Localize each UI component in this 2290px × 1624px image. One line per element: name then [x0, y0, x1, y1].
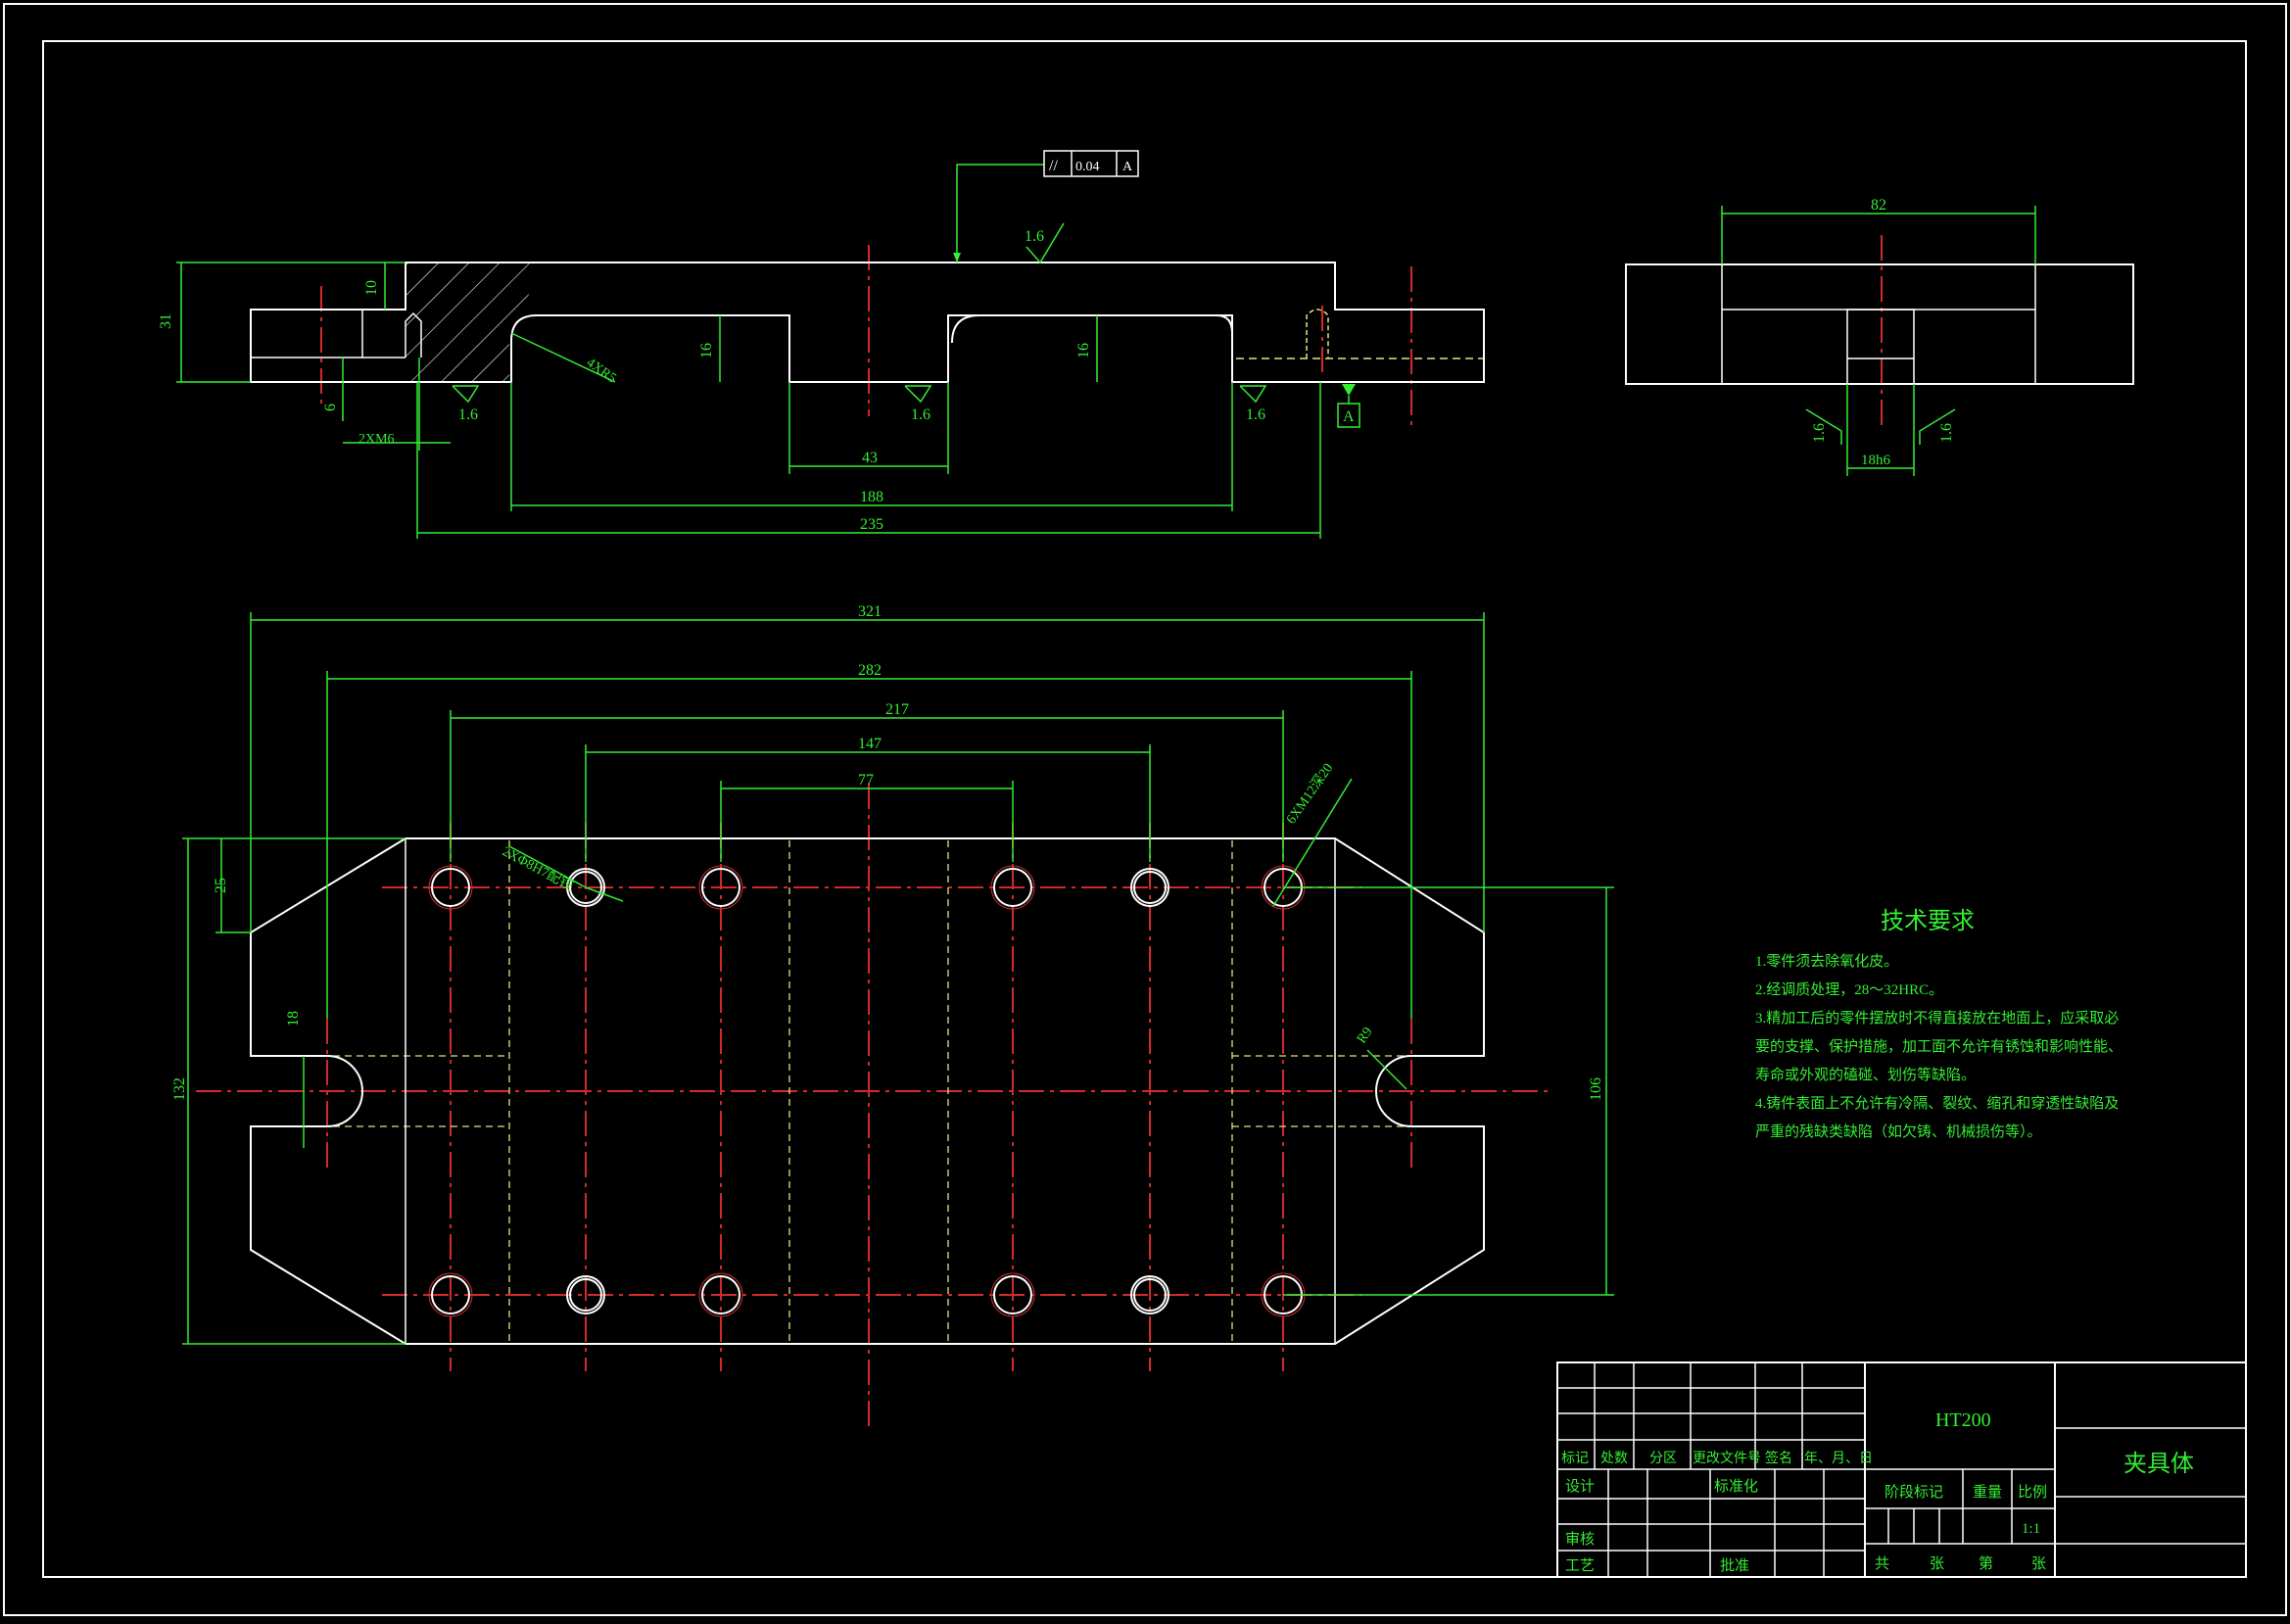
side-roughness-right: 1.6 — [1938, 423, 1955, 443]
side-view: 82 18h6 1.6 1.6 — [1625, 197, 2134, 476]
roughness-top: 1.6 — [1025, 228, 1044, 245]
side-slot: 18h6 — [1861, 453, 1891, 468]
tech-line-6: 4.铸件表面上不允许有冷隔、裂纹、缩孔和穿透性缺陷及 — [1755, 1095, 2119, 1112]
sheets-total: 共 — [1875, 1555, 1889, 1572]
row-standard: 标准化 — [1714, 1478, 1758, 1495]
sheet-number: 第 — [1979, 1554, 1993, 1572]
tech-line-4: 要的支撑、保护措施，加工面不允许有锈蚀和影响性能、 — [1755, 1038, 2123, 1055]
tech-title: 技术要求 — [1881, 908, 1975, 934]
title-block: HT200 夹具体 标记 处数 分区 更改文件号 签名 年、月、日 设计 标准化… — [1556, 1361, 2247, 1578]
dim-217: 217 — [885, 701, 909, 718]
header-mark: 标记 — [1561, 1451, 1589, 1466]
side-width: 82 — [1871, 197, 1886, 214]
dim-25: 25 — [213, 878, 229, 893]
dim-height: 31 — [158, 313, 174, 329]
dim-inner: 188 — [860, 489, 883, 505]
roughness-bottom-right: 1.6 — [1246, 406, 1265, 423]
inner-frame — [42, 40, 2247, 1578]
dim-chamfer: 4XR5 — [584, 356, 619, 386]
side-roughness-left: 1.6 — [1811, 423, 1828, 443]
sheets-unit: 张 — [1930, 1555, 1944, 1572]
dim-slot: 43 — [862, 450, 878, 466]
header-date: 年、月、日 — [1804, 1451, 1873, 1466]
roughness-bottom-left: 1.6 — [458, 406, 478, 423]
scale-label: 比例 — [2018, 1484, 2047, 1501]
header-change-doc: 更改文件号 — [1693, 1451, 1761, 1466]
tech-line-5: 寿命或外观的磕碰、划伤等缺陷。 — [1755, 1066, 1976, 1083]
scale-value: 1:1 — [2022, 1521, 2040, 1537]
dim-132: 132 — [171, 1077, 188, 1101]
dim-r9: R9 — [1355, 1025, 1376, 1046]
sheet-unit: 张 — [2031, 1555, 2046, 1572]
header-count: 处数 — [1600, 1451, 1628, 1466]
outer-frame — [3, 3, 2287, 1616]
dim-depth-1: 16 — [698, 343, 715, 358]
dim-106: 106 — [1588, 1077, 1604, 1101]
datum-a-label: A — [1343, 408, 1355, 425]
tolerance-datum: A — [1122, 160, 1133, 174]
dim-step: 10 — [363, 280, 380, 296]
header-zone: 分区 — [1649, 1451, 1677, 1466]
row-process: 工艺 — [1565, 1557, 1595, 1574]
header-signature: 签名 — [1765, 1450, 1792, 1466]
part-name: 夹具体 — [2123, 1451, 2194, 1477]
tolerance-value: 0.04 — [1075, 160, 1100, 174]
tech-line-7: 严重的残缺类缺陷（如欠铸、机械损伤等）。 — [1755, 1122, 2042, 1140]
roughness-bottom-mid: 1.6 — [911, 406, 930, 423]
technical-requirements: 技术要求 1.零件须去除氧化皮。 2.经调质处理，28～32HRC。 3.精加工… — [1755, 908, 2123, 1140]
stage-label: 阶段标记 — [1884, 1484, 1943, 1501]
tolerance-symbol: // — [1049, 158, 1058, 174]
row-design: 设计 — [1565, 1478, 1595, 1495]
dim-147: 147 — [858, 736, 882, 752]
dim-77: 77 — [858, 772, 874, 788]
row-approve: 批准 — [1720, 1557, 1749, 1574]
dim-outer: 235 — [860, 516, 883, 533]
weight-label: 重量 — [1973, 1484, 2002, 1501]
tech-line-1: 1.零件须去除氧化皮。 — [1755, 953, 1898, 970]
tech-line-2: 2.经调质处理，28～32HRC。 — [1755, 981, 1943, 998]
dim-321: 321 — [858, 603, 882, 620]
row-review: 审核 — [1565, 1531, 1595, 1548]
dim-low: 6 — [322, 404, 339, 411]
front-view: // 0.04 A 1.6 1.6 1.6 1.6 A — [158, 150, 1485, 539]
top-view: 321 282 217 147 77 25 18 132 106 R9 2XΦ8… — [171, 603, 1614, 1430]
material-label: HT200 — [1935, 1409, 1991, 1431]
dim-18: 18 — [285, 1011, 302, 1027]
dim-thread: 2XM6 — [358, 432, 395, 447]
tech-line-3: 3.精加工后的零件摆放时不得直接放在地面上，应采取必 — [1755, 1009, 2119, 1027]
dim-282: 282 — [858, 662, 882, 679]
dim-depth-2: 16 — [1075, 343, 1092, 358]
